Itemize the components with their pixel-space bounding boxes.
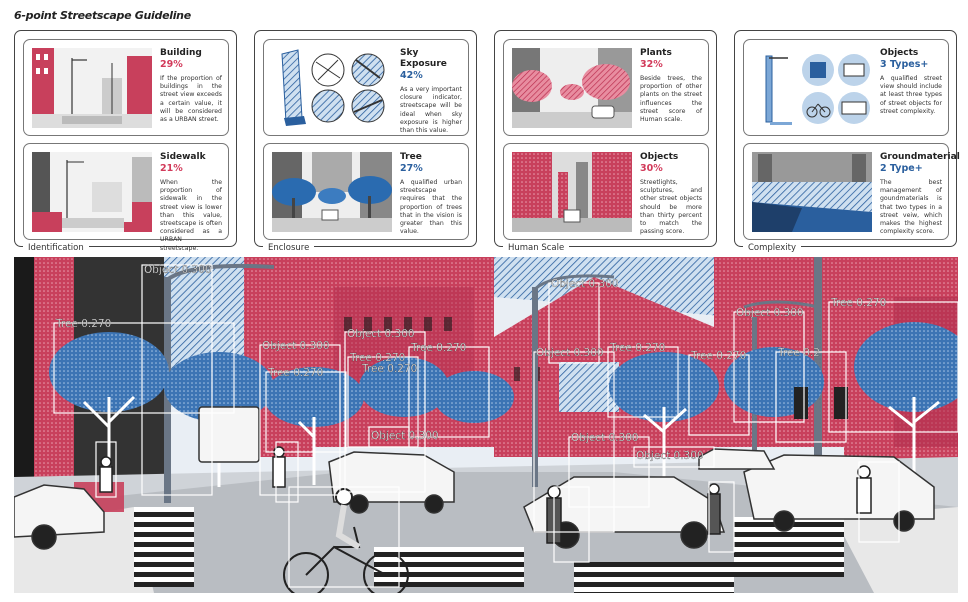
detection-label: Object 0.300 bbox=[536, 347, 604, 359]
streetlight bbox=[532, 287, 538, 487]
card-building: Building 29% If the proportion of buildi… bbox=[23, 39, 229, 136]
detection-label: Object 0.300 bbox=[371, 430, 439, 442]
car bbox=[328, 451, 455, 503]
tree-canopy bbox=[164, 352, 274, 422]
crosswalk bbox=[374, 547, 524, 587]
card-description: As a very important closure indicator, s… bbox=[400, 86, 462, 135]
building-thumbnail bbox=[32, 48, 152, 128]
tree-canopy bbox=[609, 352, 719, 422]
detection-label: Tree 0.270 bbox=[830, 297, 886, 309]
bus bbox=[198, 406, 260, 463]
page-title: 6-point Streetscape Guideline bbox=[14, 9, 191, 22]
detection-label: Tree 0.270 bbox=[690, 350, 746, 362]
card-name: Groundmaterial bbox=[880, 152, 960, 162]
detection-label: Tree 0.2 bbox=[777, 347, 820, 359]
traffic-light bbox=[794, 387, 808, 419]
sky-exposure-thumbnail bbox=[272, 48, 392, 128]
object-types-thumbnail bbox=[752, 48, 872, 128]
card-tree: Tree 27% A qualified urban streetscape r… bbox=[263, 143, 469, 240]
objects-thumbnail bbox=[512, 152, 632, 232]
card-sidewalk: Sidewalk 21% When the proportion of side… bbox=[23, 143, 229, 252]
detection-labels: Object 0.300 Tree 0.270 Object 0.300 Obj… bbox=[55, 264, 887, 462]
detection-label: Object 0.300 bbox=[262, 340, 330, 352]
detection-boxes bbox=[53, 264, 958, 588]
card-name: Building bbox=[160, 48, 202, 58]
card-description: If the proportion of buildings in the st… bbox=[160, 75, 222, 124]
tree-canopy bbox=[264, 367, 364, 427]
plants-thumbnail bbox=[512, 48, 632, 128]
detection-label: Object 0.300 bbox=[347, 328, 415, 340]
group-complexity: Objects 3 Types+ A qualified street view… bbox=[734, 30, 960, 253]
car bbox=[743, 454, 935, 520]
streetscape-illustration: Object 0.300 Tree 0.270 Object 0.300 Obj… bbox=[14, 257, 958, 593]
card-value: 2 Type+ bbox=[880, 163, 923, 174]
card-sky-exposure: Sky Exposure 42% As a very important clo… bbox=[263, 39, 469, 136]
card-value: 32% bbox=[640, 59, 663, 70]
tree-canopy bbox=[359, 357, 449, 417]
groundmaterial-thumbnail bbox=[752, 152, 872, 232]
card-description: A qualified street view should include a… bbox=[880, 75, 942, 115]
detection-label: Tree 0.270 bbox=[361, 363, 417, 375]
group-identification: Building 29% If the proportion of buildi… bbox=[14, 30, 237, 253]
card-objects-human-scale: Objects 30% Streetlights, sculptures, an… bbox=[503, 143, 709, 240]
group-label: Identification bbox=[23, 243, 89, 253]
group-label: Complexity bbox=[743, 243, 802, 253]
tree-thumbnail bbox=[272, 152, 392, 232]
detection-label: Tree 0.270 bbox=[349, 352, 405, 364]
traffic-light bbox=[834, 387, 848, 419]
cyclist bbox=[283, 488, 409, 593]
card-name: Tree bbox=[400, 152, 422, 162]
detection-label: Tree 0.270 bbox=[55, 318, 111, 330]
group-label: Human Scale bbox=[503, 243, 570, 253]
card-name: Sidewalk bbox=[160, 152, 206, 162]
card-value: 27% bbox=[400, 163, 423, 174]
card-value: 21% bbox=[160, 163, 183, 174]
crosswalk bbox=[574, 562, 734, 593]
tree-canopy bbox=[854, 322, 958, 412]
sidewalk bbox=[834, 507, 958, 593]
card-objects-complexity: Objects 3 Types+ A qualified street view… bbox=[743, 39, 949, 136]
detection-label: Tree 0.270 bbox=[609, 342, 665, 354]
car bbox=[14, 484, 105, 538]
tree-canopy bbox=[434, 371, 514, 423]
card-name: Plants bbox=[640, 48, 672, 58]
car bbox=[698, 448, 776, 470]
tree-canopy bbox=[49, 332, 169, 412]
detection-label: Object 0.300 bbox=[571, 432, 639, 444]
card-name: Objects bbox=[640, 152, 679, 162]
card-name: Objects bbox=[880, 48, 919, 58]
group-label: Enclosure bbox=[263, 243, 315, 253]
group-enclosure: Sky Exposure 42% As a very important clo… bbox=[254, 30, 477, 253]
card-plants: Plants 32% Beside trees, the proportion … bbox=[503, 39, 709, 136]
card-value: 3 Types+ bbox=[880, 59, 929, 70]
card-description: Beside trees, the proportion of other pl… bbox=[640, 75, 702, 124]
detection-label: Object 0.300 bbox=[551, 278, 619, 290]
detection-label: Object 0.300 bbox=[144, 264, 212, 276]
crosswalk bbox=[134, 507, 194, 587]
detection-label: Tree 0.270 bbox=[267, 367, 323, 379]
card-description: The best management of goundmaterials is… bbox=[880, 179, 942, 236]
card-groundmaterial: Groundmaterial 2 Type+ The best manageme… bbox=[743, 143, 960, 240]
card-value: 29% bbox=[160, 59, 183, 70]
group-human-scale: Plants 32% Beside trees, the proportion … bbox=[494, 30, 717, 253]
detection-label: Object 0.300 bbox=[736, 307, 804, 319]
card-value: 42% bbox=[400, 70, 423, 81]
sidewalk-thumbnail bbox=[32, 152, 152, 232]
card-name: Sky Exposure bbox=[400, 48, 447, 69]
detection-label: Object 0.300 bbox=[636, 450, 704, 462]
card-description: A qualified urban streetscape requires t… bbox=[400, 179, 462, 236]
vehicles bbox=[14, 406, 935, 550]
card-description: When the proportion of sidewalk in the s… bbox=[160, 179, 222, 252]
card-value: 30% bbox=[640, 163, 663, 174]
detection-label: Tree 0.270 bbox=[410, 342, 466, 354]
card-description: Streetlights, sculptures, and other stre… bbox=[640, 179, 702, 236]
